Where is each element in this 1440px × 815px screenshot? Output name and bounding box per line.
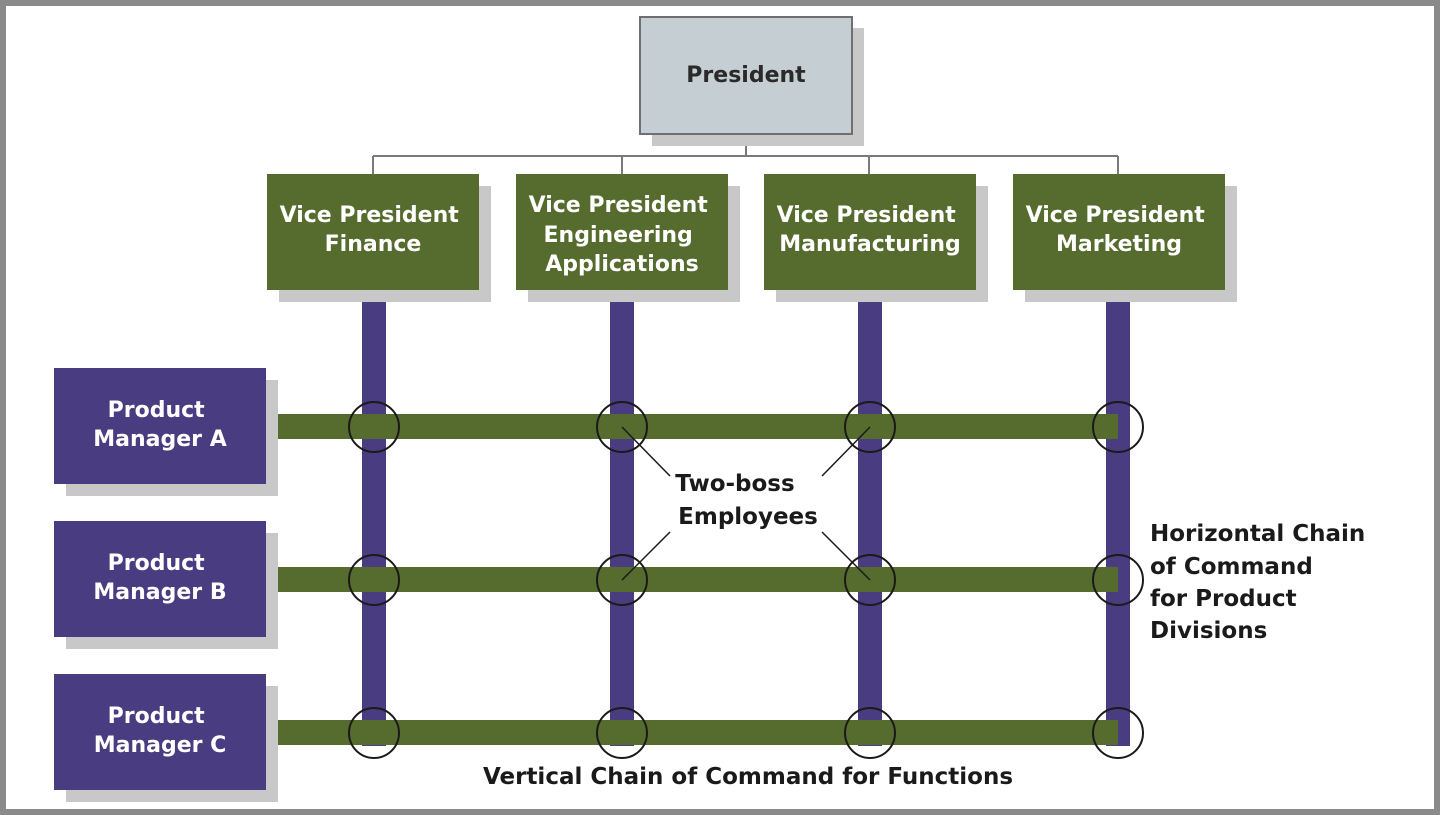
president-node: President xyxy=(639,16,864,146)
vertical-chain-label: Vertical Chain of Command for Functions xyxy=(483,764,1013,790)
vp-label-engineering: Vice President Engineering Applications xyxy=(529,193,716,277)
pm-box-c xyxy=(54,674,266,790)
intersection-b-finance xyxy=(348,554,400,606)
pm-node-c: Product Manager C xyxy=(54,674,278,802)
pm-node-b: Product Manager B xyxy=(54,521,278,649)
two-boss-pointers xyxy=(621,426,871,581)
horizontal-bar-c xyxy=(266,720,1118,745)
intersection-c-finance xyxy=(348,707,400,759)
vp-row: Vice President Finance Vice President En… xyxy=(267,174,1237,302)
horizontal-chain-label: Horizontal Chain of Command for Product … xyxy=(1150,521,1373,644)
intersection-markers xyxy=(348,401,1144,759)
two-boss-label: Two-boss Employees xyxy=(675,471,818,530)
pm-label-b: Product Manager B xyxy=(93,551,226,605)
vp-box-marketing xyxy=(1013,174,1225,290)
president-box xyxy=(639,16,853,135)
vertical-bar-engineering xyxy=(610,290,634,746)
pm-box-a xyxy=(54,368,266,484)
vp-box-manufacturing xyxy=(764,174,976,290)
pm-label-a: Product Manager A xyxy=(93,398,226,452)
vp-node-marketing: Vice President Marketing xyxy=(1013,174,1237,302)
intersection-b-marketing xyxy=(1092,554,1144,606)
vp-box-finance xyxy=(267,174,479,290)
intersection-b-engineering xyxy=(596,554,648,606)
pm-node-a: Product Manager A xyxy=(54,368,278,496)
intersection-b-manufacturing xyxy=(844,554,896,606)
intersection-c-manufacturing xyxy=(844,707,896,759)
president-label: President xyxy=(686,63,806,88)
pointer-upper-left xyxy=(621,426,671,477)
vp-label-marketing: Vice President Marketing xyxy=(1026,203,1213,257)
vertical-chain-bars xyxy=(362,290,1130,746)
vp-box-engineering xyxy=(516,174,728,290)
pointer-lower-left xyxy=(621,531,671,581)
vp-label-manufacturing: Vice President Manufacturing xyxy=(777,203,964,257)
intersection-a-marketing xyxy=(1092,401,1144,453)
intersection-c-engineering xyxy=(596,707,648,759)
pm-box-b xyxy=(54,521,266,637)
horizontal-bar-a xyxy=(266,414,1118,439)
vp-node-finance: Vice President Finance xyxy=(267,174,491,302)
horizontal-chain-bars xyxy=(266,414,1118,745)
pm-column: Product Manager A Product Manager B Prod… xyxy=(54,368,278,802)
intersection-a-finance xyxy=(348,401,400,453)
intersection-a-manufacturing xyxy=(844,401,896,453)
vertical-bar-marketing xyxy=(1106,290,1130,746)
pointer-upper-right xyxy=(821,426,871,477)
horizontal-bar-b xyxy=(266,567,1118,592)
vertical-bar-manufacturing xyxy=(858,290,882,746)
intersection-a-engineering xyxy=(596,401,648,453)
vertical-bar-finance xyxy=(362,290,386,746)
vp-node-engineering: Vice President Engineering Applications xyxy=(516,174,740,302)
vp-node-manufacturing: Vice President Manufacturing xyxy=(764,174,988,302)
intersection-c-marketing xyxy=(1092,707,1144,759)
vp-label-finance: Vice President Finance xyxy=(280,203,467,257)
pointer-lower-right xyxy=(821,531,871,581)
pm-label-c: Product Manager C xyxy=(94,704,227,758)
